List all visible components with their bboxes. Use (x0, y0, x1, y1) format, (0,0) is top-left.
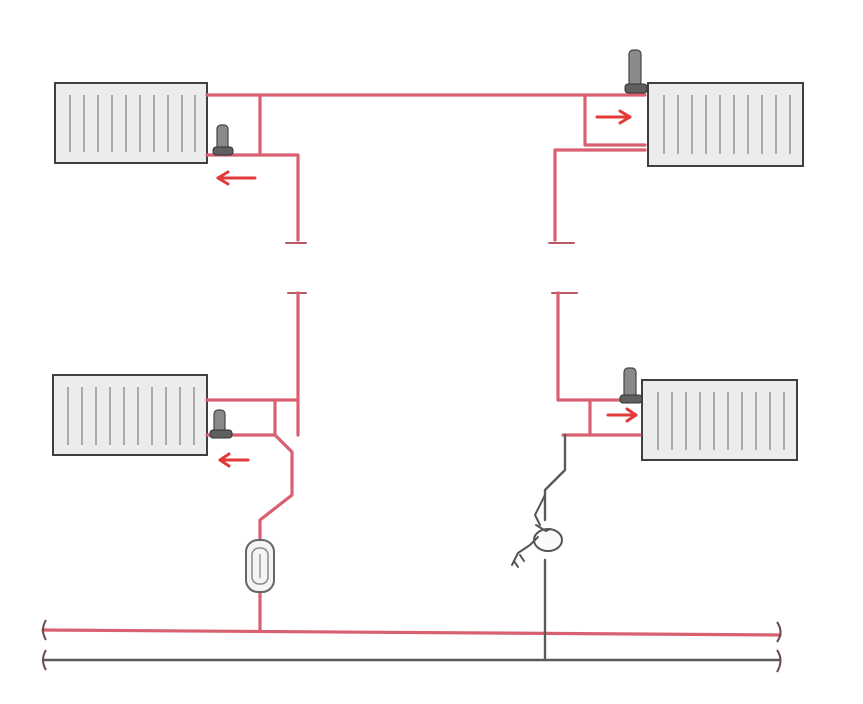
upper-left-return-pipe (205, 153, 300, 242)
main-end-caps (42, 619, 782, 673)
supply-main (41, 628, 782, 637)
radiator-fins (69, 95, 196, 152)
arrow-right-icon (595, 109, 632, 125)
radiator-upper-right (647, 82, 804, 167)
radiator-upper-left (54, 82, 208, 164)
arrow-left-icon (218, 452, 250, 468)
arrow-right-icon (606, 407, 638, 423)
lower-left-supply-pipe (205, 291, 300, 402)
radiator-body (647, 82, 804, 167)
radiator-body (54, 82, 208, 164)
upper-right-return-pipe (553, 148, 647, 242)
radiator-fins (663, 95, 791, 154)
upper-right-supply-pipe (583, 93, 647, 147)
radiator-fins (67, 387, 195, 445)
radiator-body (52, 374, 208, 456)
balancing-valve-icon (245, 539, 275, 593)
thermostatic-valve-icon (209, 409, 233, 439)
thermostatic-valve-icon (619, 367, 643, 404)
return-piping (41, 433, 782, 662)
radiator-lower-left (52, 374, 208, 456)
arrow-left-icon (216, 170, 257, 186)
shutoff-valve-icon (511, 494, 563, 568)
thermostatic-valve-icon (624, 49, 648, 94)
supply-piping (41, 93, 782, 637)
lower-right-return-drop (543, 433, 567, 522)
lower-left-drop-pipe (258, 433, 294, 542)
radiator-body (641, 379, 798, 461)
lower-right-supply-pipe (556, 291, 642, 402)
radiator-fins (657, 392, 785, 450)
thermostatic-valve-icon (212, 124, 234, 156)
radiator-lower-right (641, 379, 798, 461)
